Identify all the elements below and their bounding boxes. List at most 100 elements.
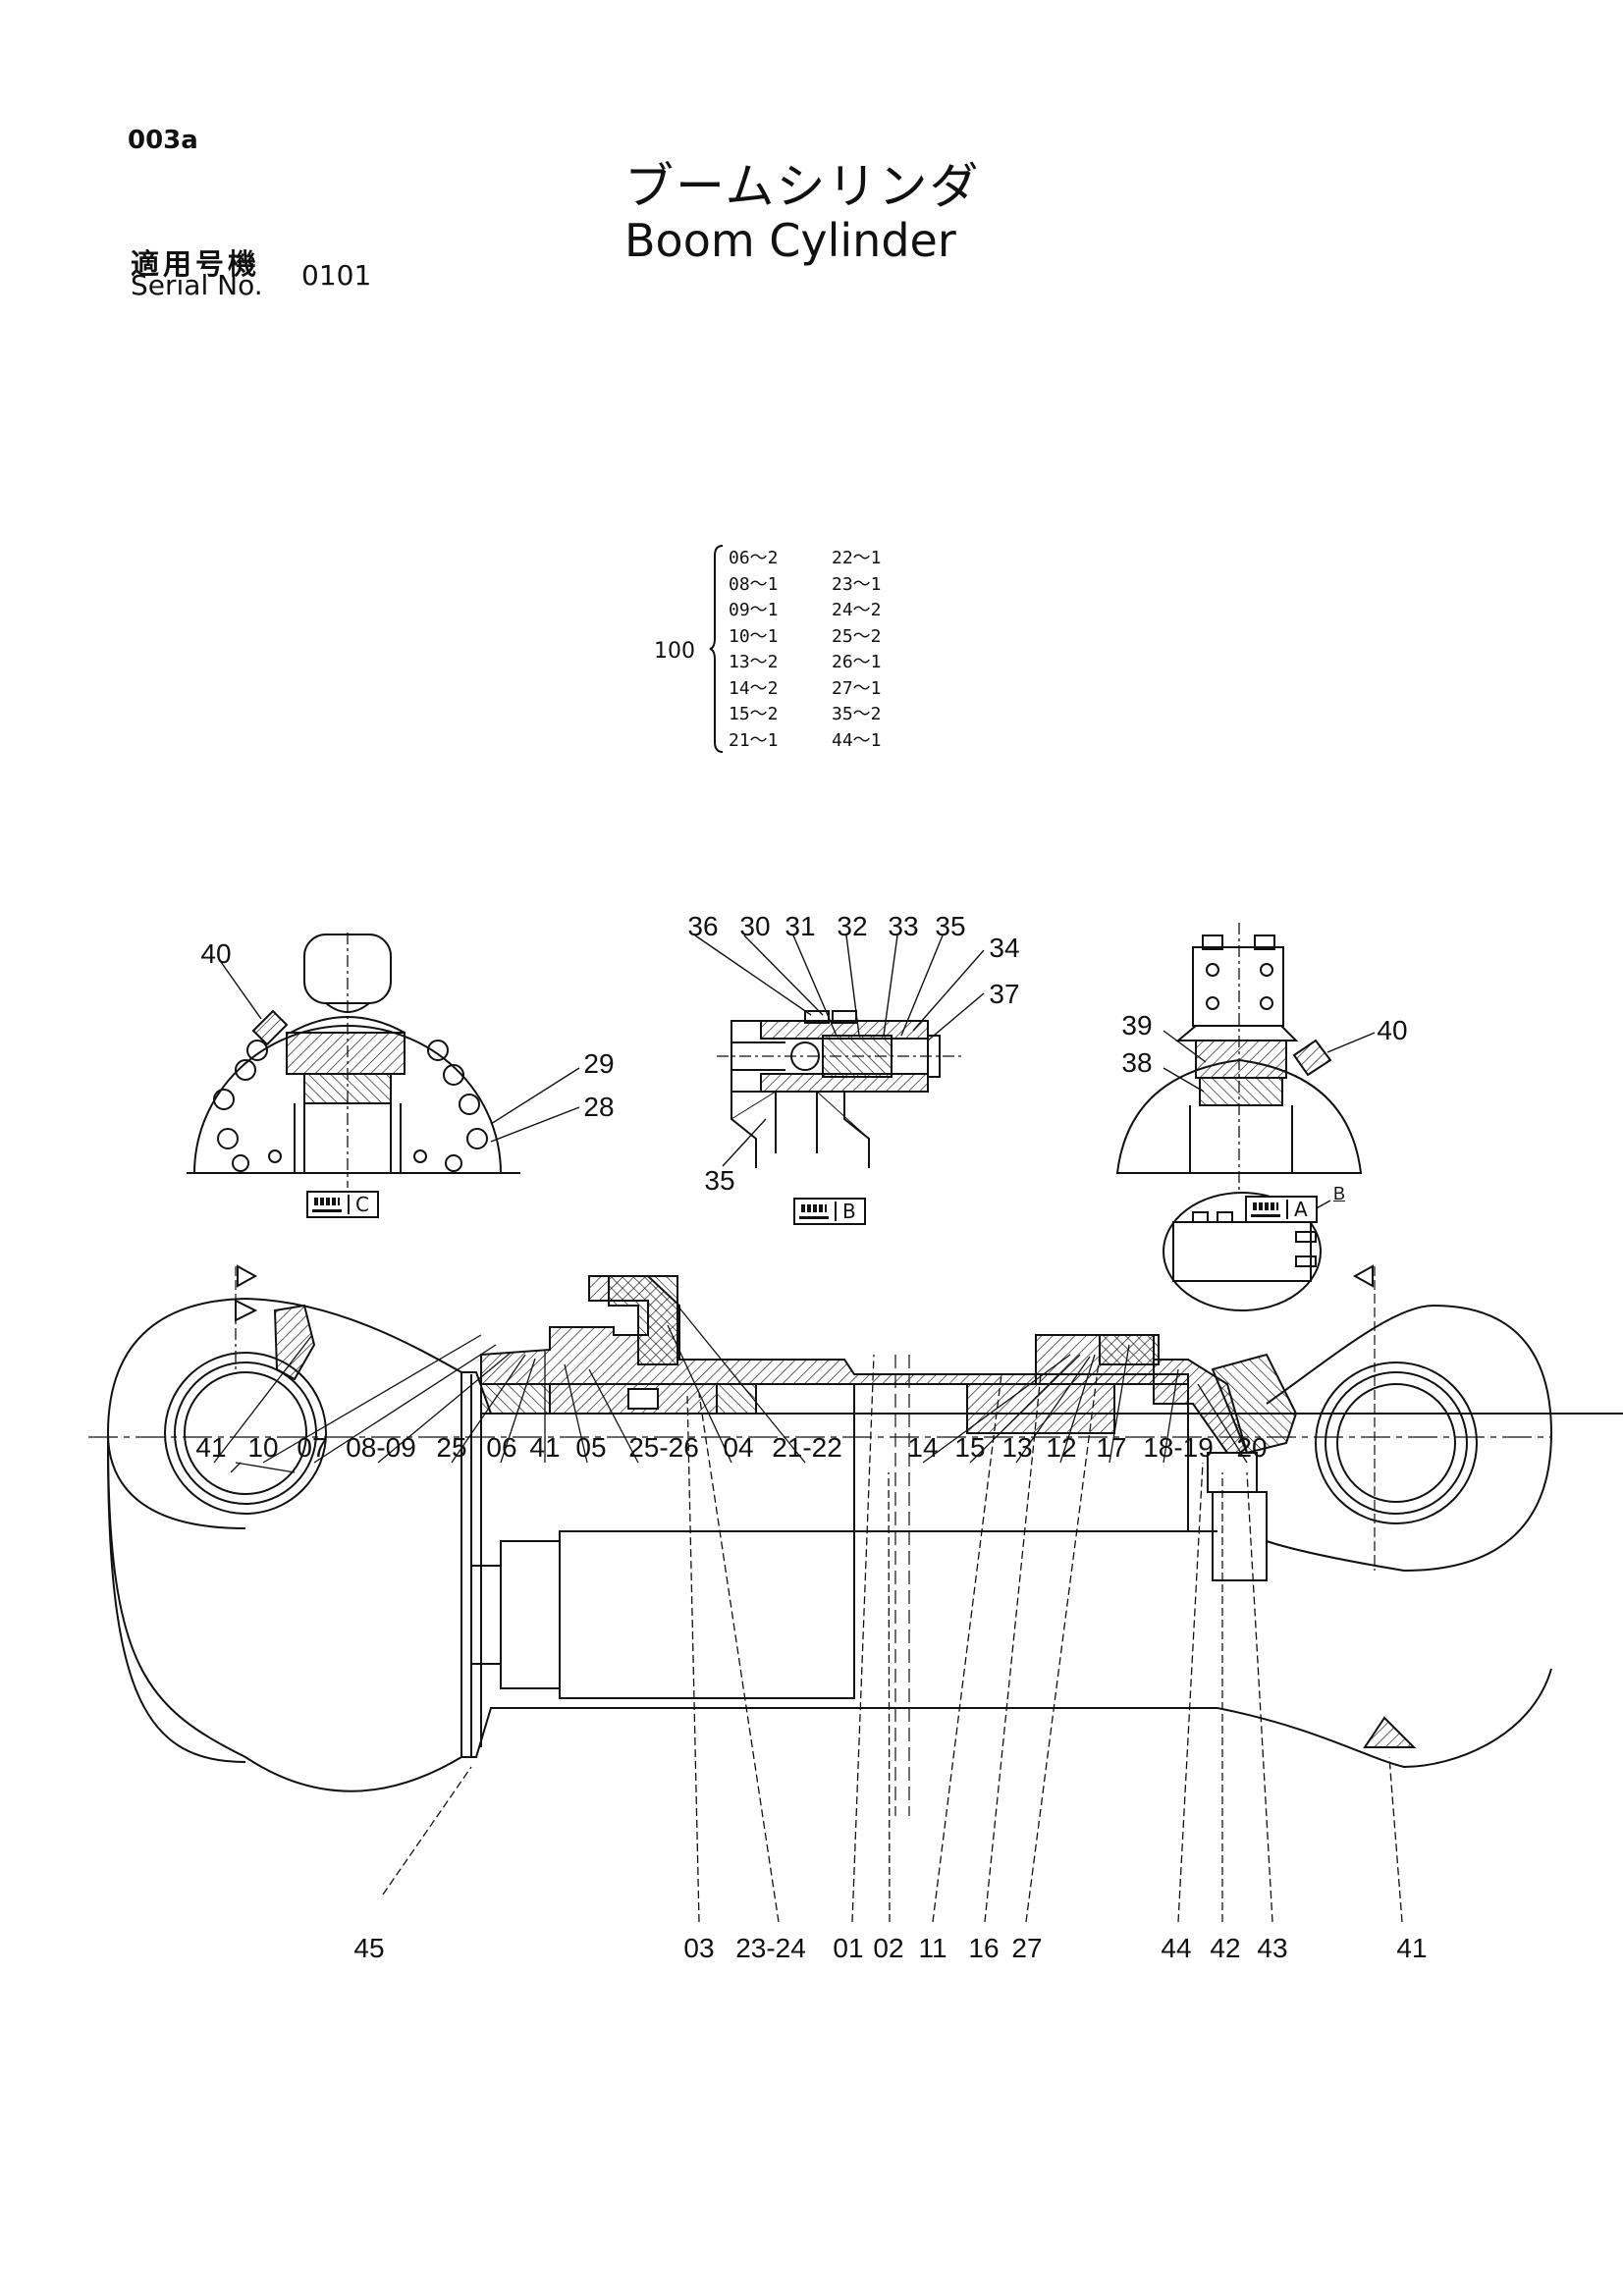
callout-label: 28 xyxy=(583,1092,615,1122)
callout-label: 40 xyxy=(1377,1015,1408,1045)
right-grease-fitting xyxy=(1363,1716,1417,1748)
seal-kit-item: 08〜1 xyxy=(729,573,779,595)
callout-label: 40 xyxy=(200,938,232,969)
callout-label: 37 xyxy=(989,979,1020,1009)
serial-label-english: Serial No. xyxy=(131,269,263,301)
callout-label: 41 xyxy=(529,1432,561,1463)
seal-kit-item: 26〜1 xyxy=(832,652,882,672)
seal-kit-item: 15〜2 xyxy=(729,704,779,724)
title-english: Boom Cylinder xyxy=(624,214,956,267)
callout-label: 16 xyxy=(968,1933,1000,1963)
callout-label: 45 xyxy=(353,1933,385,1963)
callout-label: 21-22 xyxy=(772,1432,842,1463)
callout-label: 27 xyxy=(1011,1933,1043,1963)
seal-kit-item: 27〜1 xyxy=(832,677,882,699)
callout-label: 15 xyxy=(954,1432,986,1463)
section-tag-kanji xyxy=(1247,1200,1288,1219)
seal-kit-row: 08〜1 23〜1 xyxy=(729,572,882,599)
section-a-grease-fitting xyxy=(1292,1039,1332,1077)
seal-kit-row: 06〜2 22〜1 xyxy=(729,546,882,572)
callout-label: 41 xyxy=(195,1432,227,1463)
callout-label: 25 xyxy=(436,1432,467,1463)
callout-label: 35 xyxy=(704,1165,735,1196)
section-a-view xyxy=(1115,923,1376,1193)
detail-b-tag: B xyxy=(793,1198,866,1225)
callout-label: 39 xyxy=(1121,1010,1153,1041)
section-c-tag: C xyxy=(306,1191,379,1218)
seal-kit-item: 25〜2 xyxy=(832,625,882,647)
seal-kit-item: 06〜2 xyxy=(729,548,779,568)
callout-label: 34 xyxy=(989,933,1020,963)
page-code: 003a xyxy=(128,126,198,155)
callout-label: 38 xyxy=(1121,1047,1153,1078)
callout-label: 43 xyxy=(1257,1933,1288,1963)
callout-label: 11 xyxy=(918,1933,947,1963)
seal-kit-list: 06〜2 22〜1 08〜1 23〜1 09〜1 24〜2 10〜1 25〜2 13〜2… xyxy=(729,546,882,754)
callout-label: 36 xyxy=(687,911,719,941)
callout-label: 06 xyxy=(486,1432,517,1463)
seal-kit-item: 13〜2 xyxy=(729,652,779,672)
callout-label: 41 xyxy=(1396,1933,1428,1963)
callout-label: 07 xyxy=(297,1432,328,1463)
seal-kit-item: 44〜1 xyxy=(832,729,882,751)
callout-label: 31 xyxy=(784,911,816,941)
detail-b-bubble xyxy=(1163,1192,1322,1311)
section-c-view xyxy=(187,933,580,1188)
callout-label: 03 xyxy=(683,1933,715,1963)
callout-label: 17 xyxy=(1096,1432,1127,1463)
section-c-flange xyxy=(286,1032,406,1075)
callout-label: 25-26 xyxy=(628,1432,699,1463)
detail-b-view xyxy=(694,934,985,1168)
seal-kit-item: 21〜1 xyxy=(729,729,779,751)
section-c-grease-fitting xyxy=(251,1009,289,1046)
seal-kit-row: 13〜2 26〜1 xyxy=(729,650,882,676)
rod-body xyxy=(559,1530,855,1699)
section-c-port-block xyxy=(303,934,392,1004)
callout-label: 04 xyxy=(723,1432,754,1463)
bottom-pin-stack xyxy=(1212,1491,1268,1581)
callout-label: 12 xyxy=(1046,1432,1077,1463)
callout-label: 29 xyxy=(583,1048,615,1079)
left-grease-fitting xyxy=(273,1304,316,1381)
callout-label: 32 xyxy=(837,911,868,941)
seal-kit-item: 10〜1 xyxy=(729,625,779,647)
seal-kit-item: 35〜2 xyxy=(832,704,882,724)
section-tag-kanji xyxy=(308,1195,350,1214)
callout-label: 14 xyxy=(907,1432,939,1463)
seal-kit-item: 24〜2 xyxy=(832,600,882,620)
callout-label: 02 xyxy=(873,1933,904,1963)
seal-kit-item: 23〜1 xyxy=(832,573,882,595)
detail-tag-kanji xyxy=(795,1201,837,1221)
main-cylinder-view xyxy=(88,1192,1623,1923)
serial-value: 0101 xyxy=(301,259,372,292)
callout-label: 05 xyxy=(575,1432,607,1463)
seal-kit-brace xyxy=(709,545,724,753)
section-c-letter: C xyxy=(355,1193,369,1216)
left-eye-bore-outer xyxy=(164,1352,327,1515)
detail-b-letter: B xyxy=(842,1200,856,1223)
seal-kit-row: 21〜1 44〜1 xyxy=(729,728,882,755)
section-a-flange xyxy=(1195,1040,1287,1079)
port-flange xyxy=(608,1275,678,1365)
callout-label: 42 xyxy=(1210,1933,1241,1963)
section-c-body xyxy=(192,1025,503,1174)
callout-label: 33 xyxy=(888,911,919,941)
right-eye-bore-outer xyxy=(1315,1362,1478,1524)
callout-label: 35 xyxy=(935,911,966,941)
head-end-nut xyxy=(500,1540,561,1689)
section-a-block xyxy=(1192,946,1284,1027)
detail-b-reference: B xyxy=(1333,1184,1346,1203)
left-rod-eye xyxy=(106,1297,462,1792)
seal-kit-row: 10〜1 25〜2 xyxy=(729,624,882,651)
callout-label: 13 xyxy=(1001,1432,1033,1463)
callout-label: 20 xyxy=(1236,1432,1268,1463)
serial-label-japanese: 適用号機 xyxy=(131,247,261,281)
callout-label: 23-24 xyxy=(735,1933,806,1963)
seal-kit-number: 100 xyxy=(654,639,695,664)
seal-kit-item: 09〜1 xyxy=(729,600,779,620)
section-a-seal xyxy=(1199,1077,1283,1106)
seal-kit-row: 09〜1 24〜2 xyxy=(729,598,882,624)
seal-kit-item: 22〜1 xyxy=(832,548,882,568)
